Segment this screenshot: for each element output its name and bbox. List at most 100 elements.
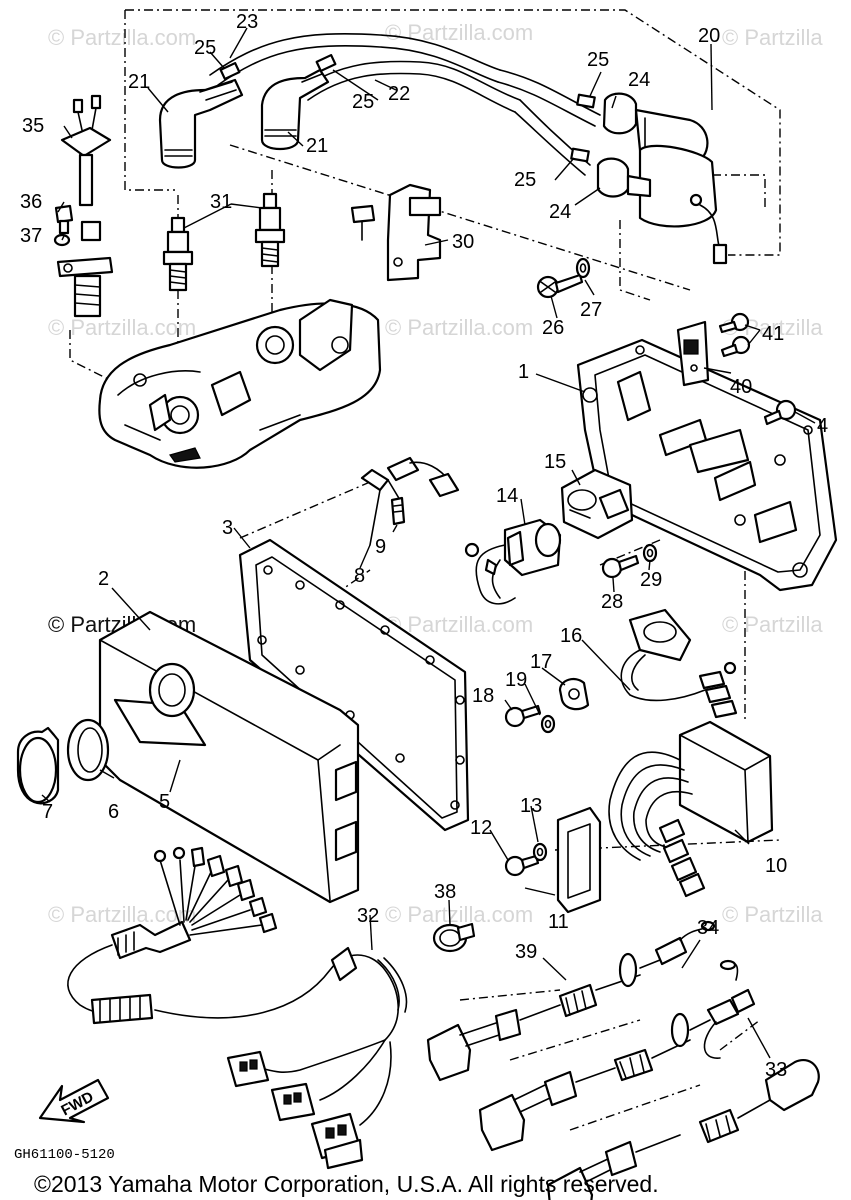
- callout-27: 27: [580, 299, 602, 321]
- sensor-16: [620, 608, 738, 719]
- callout-25b: 25: [352, 91, 374, 113]
- diagram-code: GH61100-5120: [14, 1147, 115, 1163]
- callout-3: 3: [222, 517, 233, 539]
- callout-22: 22: [388, 83, 410, 105]
- callout-5: 5: [159, 791, 170, 813]
- terminal-9: [390, 496, 406, 526]
- leader-lines: [41, 27, 816, 1059]
- callout-18: 18: [472, 685, 494, 707]
- bracket-40: [676, 320, 710, 387]
- wire-harness-left: [67, 846, 278, 1025]
- spark-plug-cap-left: [158, 78, 244, 169]
- callout-19: 19: [505, 669, 527, 691]
- callout-15: 15: [544, 451, 566, 473]
- callout-4: 4: [817, 415, 828, 437]
- battery-cable-33: [546, 1059, 820, 1200]
- spark-plug-cap-right: [260, 68, 330, 151]
- callout-20: 20: [698, 25, 720, 47]
- screw-18: [504, 704, 542, 728]
- clamp-17: [558, 677, 590, 711]
- callout-23: 23: [236, 11, 258, 33]
- sensor-assembly-37: [53, 220, 114, 318]
- screw-4: [763, 399, 797, 426]
- callout-25d: 25: [514, 169, 536, 191]
- callout-12: 12: [470, 817, 492, 839]
- callout-33: 33: [765, 1059, 787, 1081]
- washer-19: [540, 714, 556, 734]
- battery-cable-34: [478, 959, 756, 1152]
- callout-9: 9: [375, 536, 386, 558]
- callout-24: 24: [628, 69, 650, 91]
- cap-7: [16, 726, 60, 805]
- washer-29: [642, 543, 658, 563]
- callout-25: 25: [194, 37, 216, 59]
- callout-24b: 24: [549, 201, 571, 223]
- cord-clips-25: [219, 53, 596, 163]
- gasket-3: [238, 538, 470, 832]
- callout-32: 32: [357, 905, 379, 927]
- callout-11: 11: [548, 911, 569, 933]
- copyright-notice: ©2013 Yamaha Motor Corporation, U.S.A. A…: [34, 1171, 659, 1197]
- spark-plug-right: [254, 192, 286, 268]
- washer-27: [575, 257, 591, 279]
- cover-2: [98, 610, 360, 904]
- callout-8: 8: [354, 565, 365, 587]
- watermark: © Partzilla.com: [385, 612, 533, 637]
- callout-21: 21: [128, 71, 150, 93]
- callout-10: 10: [765, 855, 787, 877]
- callout-39: 39: [515, 941, 537, 963]
- watermark: © Partzilla.com: [385, 902, 533, 927]
- starter-relay-14: [464, 518, 562, 605]
- o-ring-6: [66, 718, 110, 782]
- callout-35: 35: [22, 115, 44, 137]
- callout-29: 29: [640, 569, 662, 591]
- cylinder-head: [98, 298, 382, 469]
- callout-41: 41: [762, 323, 784, 345]
- watermark: © Partzilla.com: [48, 25, 196, 50]
- watermark: © Partzilla: [722, 902, 823, 927]
- callout-37: 37: [20, 225, 42, 247]
- callout-2: 2: [98, 568, 109, 590]
- callout-14: 14: [496, 485, 518, 507]
- battery-cable-39: [426, 920, 716, 1082]
- callout-1: 1: [518, 361, 529, 383]
- callout-25c: 25: [587, 49, 609, 71]
- callout-numbers: 1 2 3 4 5 6 7 8 9 10 11 12 13 14 15 16 1…: [20, 11, 828, 1081]
- callout-16: 16: [560, 625, 582, 647]
- bracket-11: [556, 806, 602, 914]
- callout-36: 36: [20, 191, 42, 213]
- connector-8: [360, 456, 460, 546]
- callout-38: 38: [434, 881, 456, 903]
- thermo-switch-35: [60, 94, 112, 207]
- watermark-layer: © Partzilla.com © Partzilla.com © Partzi…: [48, 20, 823, 927]
- callout-7: 7: [42, 801, 53, 823]
- screw-12: [504, 854, 540, 877]
- electrical-box-1: [576, 338, 838, 592]
- callout-6: 6: [108, 801, 119, 823]
- hose-clamp-38: [432, 922, 476, 953]
- cdi-unit-10: [608, 720, 774, 898]
- ignition-coil-lower: [596, 144, 728, 265]
- callout-30: 30: [452, 231, 474, 253]
- bracket-30: [350, 183, 442, 282]
- washer-13: [532, 842, 548, 862]
- watermark: © Partzilla: [722, 25, 823, 50]
- screw-26: [536, 273, 584, 299]
- rectifier-15: [560, 468, 634, 540]
- watermark: © Partzilla.com: [385, 315, 533, 340]
- watermark: © Partzilla.com: [48, 902, 196, 927]
- callout-13: 13: [520, 795, 542, 817]
- callout-40: 40: [730, 376, 752, 398]
- callout-34: 34: [697, 917, 719, 939]
- callout-26: 26: [542, 317, 564, 339]
- callout-28: 28: [601, 591, 623, 613]
- watermark: © Partzilla.com: [48, 315, 196, 340]
- callout-31: 31: [210, 191, 232, 213]
- callout-21b: 21: [306, 135, 328, 157]
- wire-harness-32: [154, 946, 408, 1170]
- screw-28: [601, 554, 640, 579]
- fwd-arrow-icon: FWD: [38, 1078, 110, 1124]
- watermark: © Partzilla.com: [385, 20, 533, 45]
- watermark: © Partzilla: [722, 612, 823, 637]
